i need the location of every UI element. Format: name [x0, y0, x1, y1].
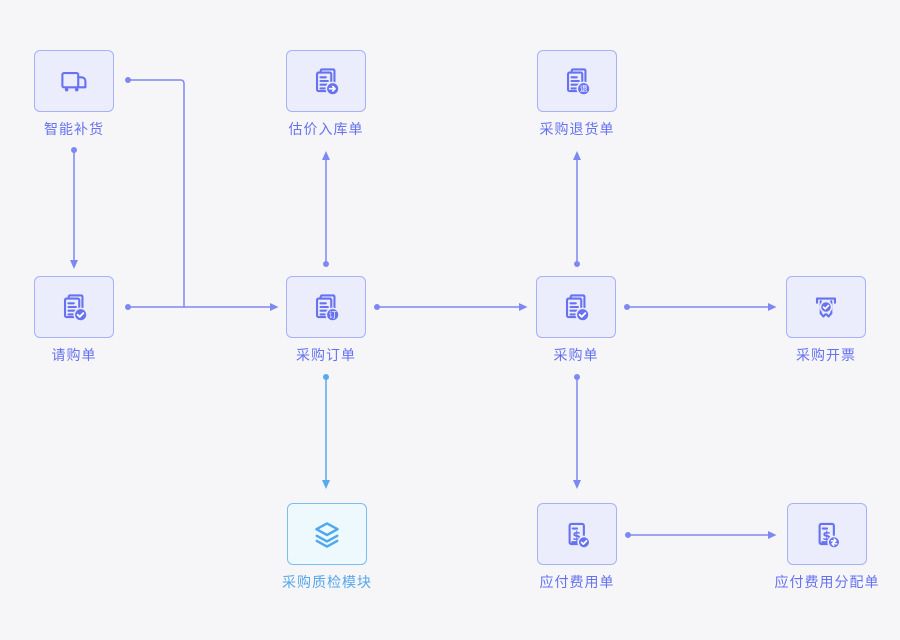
connector-order-to-inbound [322, 151, 330, 267]
node-purchase-doc: 采购单 [536, 276, 616, 364]
document-return-icon: 退 [566, 68, 591, 96]
node-smart-replenishment: 智能补货 [34, 50, 114, 138]
node-purchase-qc-module: 采购质检模块 [282, 503, 371, 591]
svg-text:$: $ [822, 528, 831, 543]
node-purchase-invoicing: 采购开票 [786, 276, 866, 364]
connector-purchase-to-return [573, 151, 581, 267]
document-check-icon [565, 294, 590, 322]
node-label: 智能补货 [44, 122, 104, 138]
node-payable-expense-order: $ 应付费用单 [537, 503, 617, 591]
purchase-invoicing-box[interactable] [786, 276, 866, 338]
svg-text:订: 订 [329, 310, 337, 320]
purchase-requisition-box[interactable] [34, 276, 114, 338]
node-label: 应付费用分配单 [774, 575, 880, 591]
payable-expense-allocation-order-box[interactable]: $ [787, 503, 867, 565]
node-purchase-order: 订 采购订单 [286, 276, 366, 364]
purchase-doc-box[interactable] [536, 276, 616, 338]
purchase-order-box[interactable]: 订 [286, 276, 366, 338]
svg-text:$: $ [572, 528, 581, 543]
connector-payable-to-allocation [625, 531, 777, 539]
bill-check-icon: $ [568, 522, 591, 549]
smart-replenishment-box[interactable] [34, 50, 114, 112]
document-arrow-icon [315, 68, 340, 96]
invoice-check-icon [815, 297, 837, 318]
node-purchase-requisition: 请购单 [34, 276, 114, 364]
node-label: 采购质检模块 [282, 575, 372, 591]
truck-icon [61, 72, 87, 92]
payable-expense-order-box[interactable]: $ [537, 503, 617, 565]
document-check-icon [63, 294, 88, 322]
connector-smart-to-order [125, 77, 185, 307]
connector-purchase-to-invoicing [624, 303, 777, 311]
node-purchase-return-order: 退 采购退货单 [537, 50, 617, 138]
node-label: 采购单 [553, 348, 599, 364]
connector-order-to-qc [322, 374, 330, 489]
connector-purchase-to-payable [573, 374, 581, 489]
connector-smart-to-requisition [70, 147, 78, 269]
node-label: 估价入库单 [288, 122, 364, 138]
purchase-return-order-box[interactable]: 退 [537, 50, 617, 112]
purchase-qc-module-box[interactable] [287, 503, 367, 565]
bill-transfer-icon: $ [818, 522, 841, 549]
connector-requisition-to-order [125, 303, 279, 311]
node-payable-expense-allocation-order: $ 应付费用分配单 [775, 503, 879, 591]
svg-text:退: 退 [580, 85, 588, 94]
node-label: 采购开票 [796, 348, 856, 364]
node-label: 采购退货单 [539, 122, 615, 138]
node-estimated-inbound-order: 估价入库单 [286, 50, 366, 138]
node-label: 采购订单 [296, 348, 356, 364]
connector-order-to-purchase [374, 303, 528, 311]
node-label: 请购单 [51, 348, 97, 364]
layers-icon [315, 522, 339, 548]
node-label: 应付费用单 [539, 575, 615, 591]
estimated-inbound-order-box[interactable] [286, 50, 366, 112]
document-order-icon: 订 [315, 294, 340, 322]
